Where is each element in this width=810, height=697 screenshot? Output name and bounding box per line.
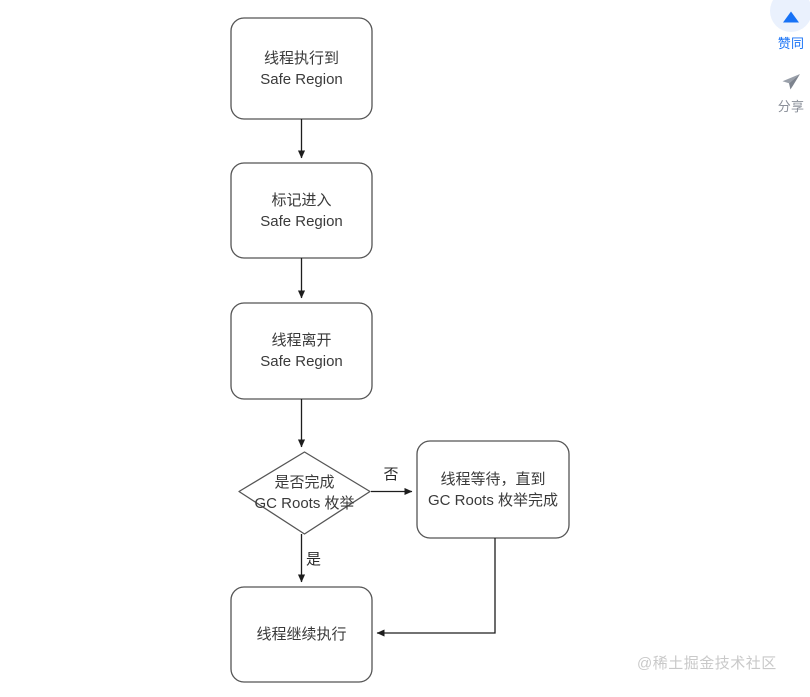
share-label: 分享 (777, 99, 805, 114)
node-thread-waits (416, 440, 570, 539)
edge-wait-back-to-continue (376, 538, 496, 637)
vote-button[interactable]: 赞同 (763, 0, 810, 53)
share-icon-wrap[interactable] (780, 70, 802, 94)
vote-label: 赞同 (777, 36, 805, 51)
edge-label-no: 否 (383, 466, 399, 483)
vote-bubble[interactable] (770, 0, 810, 32)
paper-plane-icon (782, 74, 800, 90)
action-rail: 赞同 分享 (770, 0, 810, 116)
triangle-up-icon (783, 11, 799, 23)
edge-label-yes: 是 (306, 551, 322, 568)
node-thread-leaves-safe-region (230, 302, 373, 400)
watermark: @稀土掘金技术社区 (637, 655, 777, 672)
node-mark-enter-safe-region (230, 162, 373, 259)
node-thread-continues (230, 586, 373, 683)
node-gc-roots-decision (238, 451, 371, 535)
share-button[interactable]: 分享 (763, 53, 810, 116)
node-thread-reaches-safe-region (230, 17, 373, 120)
